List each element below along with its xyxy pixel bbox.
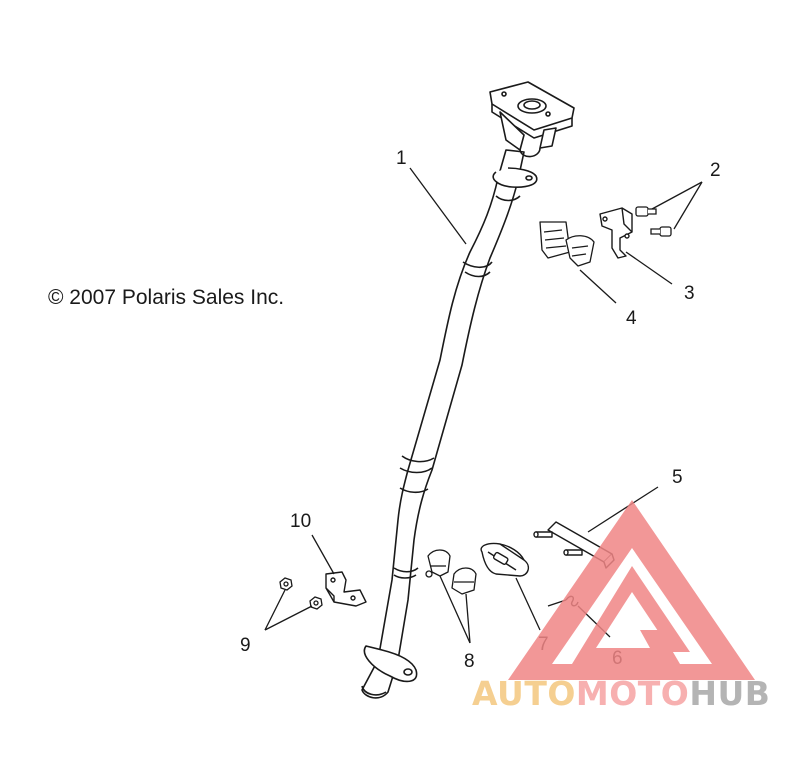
callout-3: 3 xyxy=(684,283,695,304)
callout-5: 5 xyxy=(672,467,683,488)
leader-lines xyxy=(264,167,703,644)
watermark-moto: MOTO xyxy=(576,674,689,713)
watermark-triangle-logo xyxy=(508,500,755,680)
nut-part-9 xyxy=(279,577,323,610)
callout-1: 1 xyxy=(396,148,407,169)
bolt-part-2 xyxy=(635,206,672,237)
callout-9: 9 xyxy=(240,635,251,656)
callout-4: 4 xyxy=(626,308,637,329)
copyright-text: © 2007 Polaris Sales Inc. xyxy=(48,286,284,309)
watermark-auto: AUTO xyxy=(472,674,576,713)
bracket-part-3 xyxy=(599,207,633,259)
bushing-part-4 xyxy=(539,221,595,267)
steering-column-tube xyxy=(361,81,575,699)
automotohub-watermark: AUTOMOTOHUB xyxy=(472,500,770,713)
watermark-text: AUTOMOTOHUB xyxy=(472,674,770,713)
callout-10: 10 xyxy=(290,511,311,532)
watermark-hub: HUB xyxy=(689,674,770,713)
callout-8: 8 xyxy=(464,651,475,672)
clamp-part-10 xyxy=(325,571,367,607)
callout-2: 2 xyxy=(710,160,721,181)
bushing-part-8 xyxy=(425,549,477,595)
foot-block-part-7 xyxy=(480,542,530,577)
